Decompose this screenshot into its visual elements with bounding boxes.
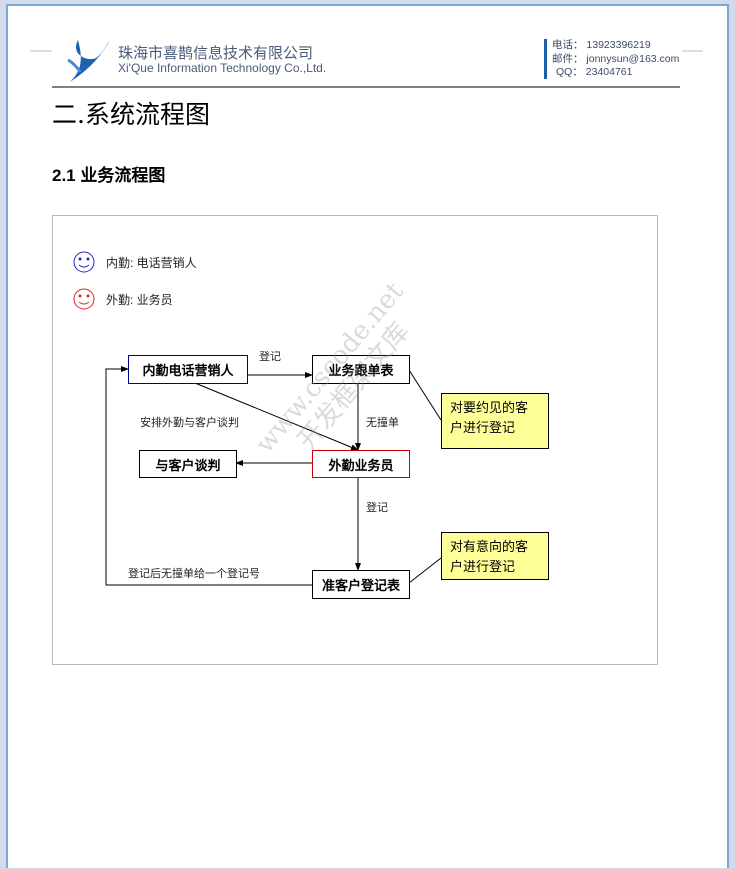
contact-bar [544,39,547,79]
box-prospect-sheet: 准客户登记表 [312,570,410,599]
logo-bird-icon [67,40,110,82]
box-tracking-sheet: 业务跟单表 [312,355,410,384]
label-no-conflict: 无撞单 [366,417,399,429]
smiley-red-icon [73,288,95,310]
arrow-arrange [194,382,359,451]
subsection-title: 2.1 业务流程图 [52,166,166,185]
legend-outside: 外勤: 业务员 [106,293,173,307]
label-arrange: 安排外勤与客户谈判 [140,417,239,429]
label-register2: 登记 [366,502,388,514]
arrow-loop [105,366,312,586]
qq: QQ： 23404761 [556,66,633,78]
note1-connector [408,369,442,421]
section-title: 二.系统流程图 [52,100,210,129]
diagram-frame [52,215,658,665]
label-loop: 登记后无撞单给一个登记号 [128,568,260,580]
company-name-cn: 珠海市喜鹊信息技术有限公司 [118,45,314,62]
legend-inside: 内勤: 电话营销人 [106,256,197,270]
label-register: 登记 [259,351,281,363]
phone: 电话： 13923396219 [552,39,651,51]
box-negotiate: 与客户谈判 [139,450,237,478]
note2-connector [408,557,442,584]
email: 邮件： jonnysun@163.com [552,52,680,65]
company-name-en: Xi'Que Information Technology Co.,Ltd. [118,61,327,75]
box-field-staff: 外勤业务员 [312,450,410,478]
note-1: 对要约见的客户进行登记 [441,393,549,449]
note-2: 对有意向的客户进行登记 [441,532,549,580]
document-page [6,4,729,868]
box-telemarketer: 内勤电话营销人 [128,355,248,384]
contact-info: 电话： 13923396219 邮件： jonnysun@163.com QQ：… [552,39,679,80]
smiley-blue-icon [73,251,95,273]
